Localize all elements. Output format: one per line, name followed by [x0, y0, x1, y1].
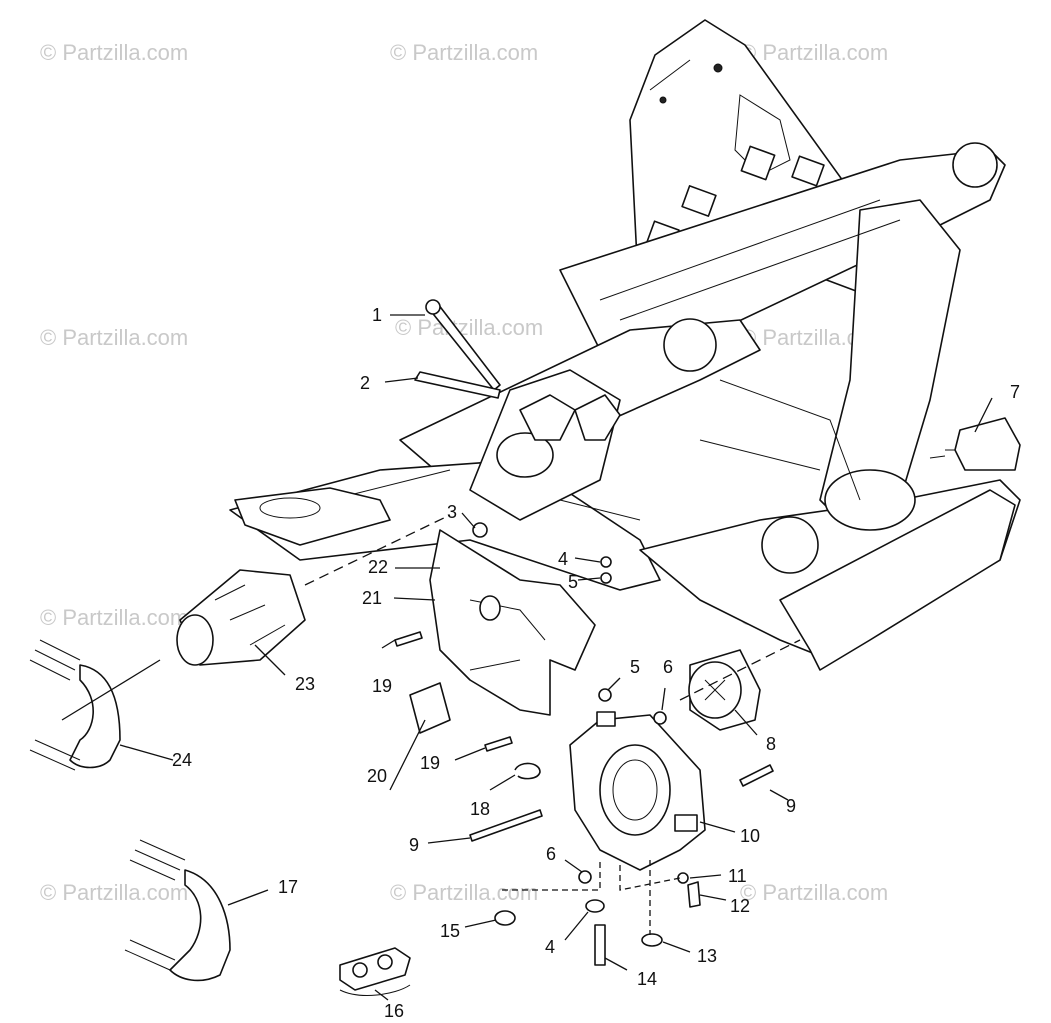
mount-clamp	[574, 394, 621, 441]
callout-21: 21	[362, 588, 382, 608]
part-10-housing	[569, 711, 706, 871]
part-7-roller	[929, 417, 1021, 471]
callout-18: 18	[470, 799, 490, 819]
callout-2: 2	[360, 373, 370, 393]
mount-clamp	[519, 394, 576, 441]
clutch-mount-assembly	[414, 299, 621, 521]
part-3-screw	[472, 522, 488, 538]
callout-20: 20	[367, 766, 387, 786]
part-4-washer	[585, 899, 605, 913]
watermark-text: © Partzilla.com	[740, 40, 888, 65]
watermark-text: © Partzilla.com	[390, 40, 538, 65]
callout-7: 7	[1010, 382, 1020, 402]
frame-assembly	[229, 19, 1021, 671]
callout-4: 4	[545, 937, 555, 957]
part-15-washer	[494, 910, 516, 926]
part-24-chain	[29, 639, 121, 771]
callout-11: 11	[728, 866, 747, 886]
callout-19: 19	[372, 676, 392, 696]
part-9-bolt	[469, 809, 543, 842]
callout-4: 4	[558, 549, 568, 569]
watermark-text: © Partzilla.com	[40, 880, 188, 905]
pivot-boss	[663, 318, 717, 372]
callout-19: 19	[420, 753, 440, 773]
callout-13: 13	[697, 946, 717, 966]
watermark-text: © Partzilla.com	[390, 880, 538, 905]
part-6-nut	[578, 870, 592, 884]
part-12-bolt	[687, 881, 701, 908]
callout-1: 1	[372, 305, 382, 325]
part-20-decal	[409, 682, 451, 734]
watermark-text: © Partzilla.com	[395, 315, 543, 340]
footrest-pan	[234, 487, 391, 546]
frame-hub	[824, 469, 916, 531]
part-16-link	[339, 947, 411, 996]
callout-8: 8	[766, 734, 776, 754]
watermark-text: © Partzilla.com	[40, 325, 188, 350]
watermarks: © Partzilla.com © Partzilla.com © Partzi…	[40, 40, 888, 905]
callout-3: 3	[447, 502, 457, 522]
pivot-boss	[761, 516, 819, 574]
mount-drum	[496, 432, 554, 478]
callout-16: 16	[384, 1001, 404, 1021]
callout-12: 12	[730, 896, 750, 916]
callout-24: 24	[172, 750, 192, 770]
part-5-nut	[598, 688, 612, 702]
front-bumper-bracket	[779, 489, 1016, 671]
part-17-chain	[124, 839, 231, 982]
part-19-screw	[484, 736, 513, 752]
part-6-nut	[653, 711, 667, 725]
callout-14: 14	[637, 969, 657, 989]
part-14-bolt	[594, 924, 606, 966]
watermark-text: © Partzilla.com	[40, 605, 188, 630]
part-5-nut	[600, 572, 612, 584]
callout-9: 9	[409, 835, 419, 855]
callout-5: 5	[568, 572, 578, 592]
part-19-screw	[394, 631, 423, 647]
callouts: 1 2 3 4 4 5 5 6 6 7 8 9 9 10 11 12 13 14…	[172, 305, 1020, 1021]
leader-lines	[61, 314, 993, 1001]
part-22-chaincase-cover	[429, 529, 596, 716]
part-23-spring	[176, 569, 306, 666]
callout-10: 10	[740, 826, 760, 846]
cover-port	[479, 595, 501, 621]
callout-23: 23	[295, 674, 315, 694]
callout-17: 17	[278, 877, 298, 897]
part-13-washer	[641, 933, 663, 947]
callout-15: 15	[440, 921, 460, 941]
watermark-text: © Partzilla.com	[740, 880, 888, 905]
callout-9: 9	[786, 796, 796, 816]
part-18-clip	[514, 762, 541, 780]
watermark-text: © Partzilla.com	[40, 40, 188, 65]
callout-22: 22	[368, 557, 388, 577]
frame-inner-lines	[329, 199, 901, 521]
part-4-washer	[600, 556, 612, 568]
part-9-bolt	[739, 764, 774, 787]
callout-6: 6	[546, 844, 556, 864]
callout-5: 5	[630, 657, 640, 677]
part-2-rod	[414, 371, 501, 399]
pivot-boss	[952, 142, 998, 188]
callout-6: 6	[663, 657, 673, 677]
